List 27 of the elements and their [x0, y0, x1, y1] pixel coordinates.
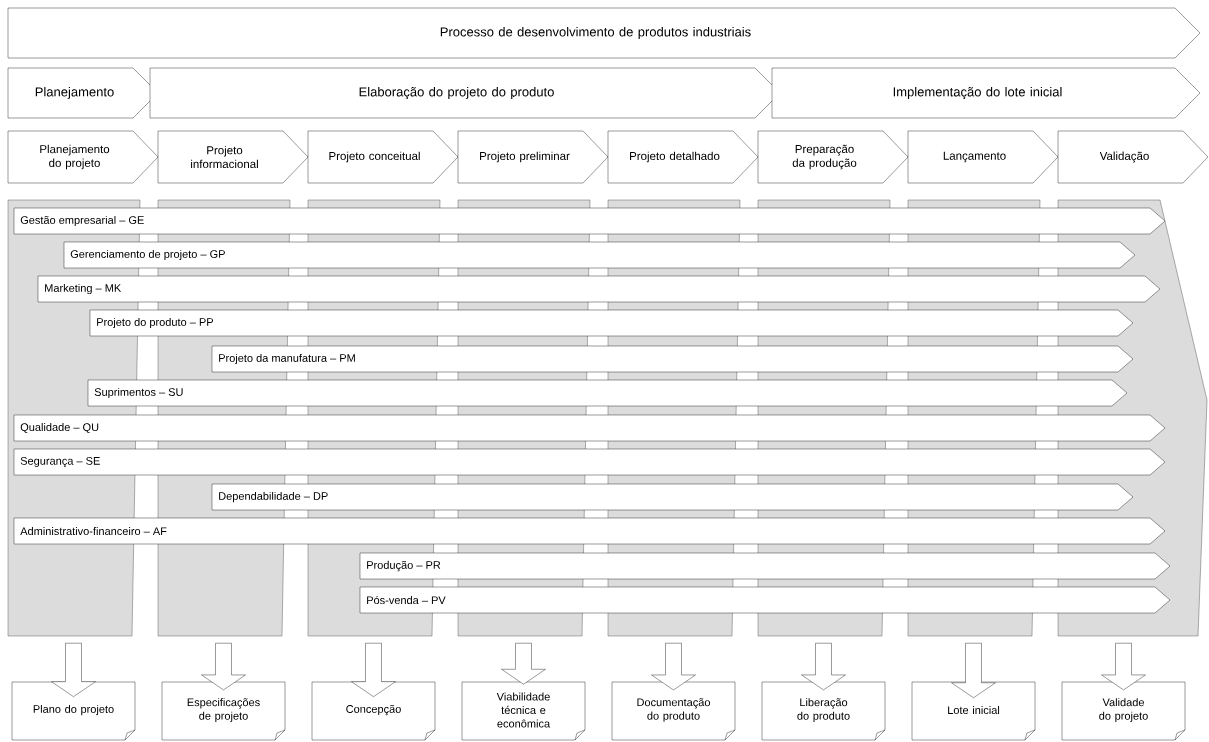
block-arrow — [951, 643, 996, 698]
stage-box: Planejamento do projeto — [7, 130, 159, 184]
stage-box: Lançamento — [907, 130, 1059, 184]
phase-box: Planejamento — [7, 67, 159, 119]
document-box: Validade do projeto — [1061, 681, 1186, 741]
stage-box: Validação — [1057, 130, 1209, 184]
block-arrow — [1101, 643, 1146, 691]
document-box: Lote inicial — [911, 681, 1036, 741]
process-banner: Processo de desenvolvimento de produtos industriais — [7, 7, 1201, 59]
document-box: Documentação do produto — [611, 681, 736, 741]
document-box: Liberação do produto — [761, 681, 886, 741]
stage-box: Projeto preliminar — [457, 130, 609, 184]
block-arrow — [501, 643, 546, 685]
document-box: Concepção — [311, 681, 436, 741]
stage-box: Projeto detalhado — [607, 130, 759, 184]
block-arrow — [651, 643, 696, 691]
stage-box: Projeto informacional — [157, 130, 309, 184]
block-arrow — [801, 643, 846, 691]
block-arrow — [201, 643, 246, 691]
stage-box: Preparação da produção — [757, 130, 909, 184]
phase-box: Implementação do lote inicial — [771, 67, 1201, 119]
document-box: Plano do projeto — [11, 681, 136, 741]
document-box: Especificações de projeto — [161, 681, 286, 741]
document-box: Viabilidade técnica e econômica — [461, 681, 586, 741]
block-arrow — [51, 643, 96, 697]
stage-box: Projeto conceitual — [307, 130, 459, 184]
block-arrow — [351, 643, 396, 697]
